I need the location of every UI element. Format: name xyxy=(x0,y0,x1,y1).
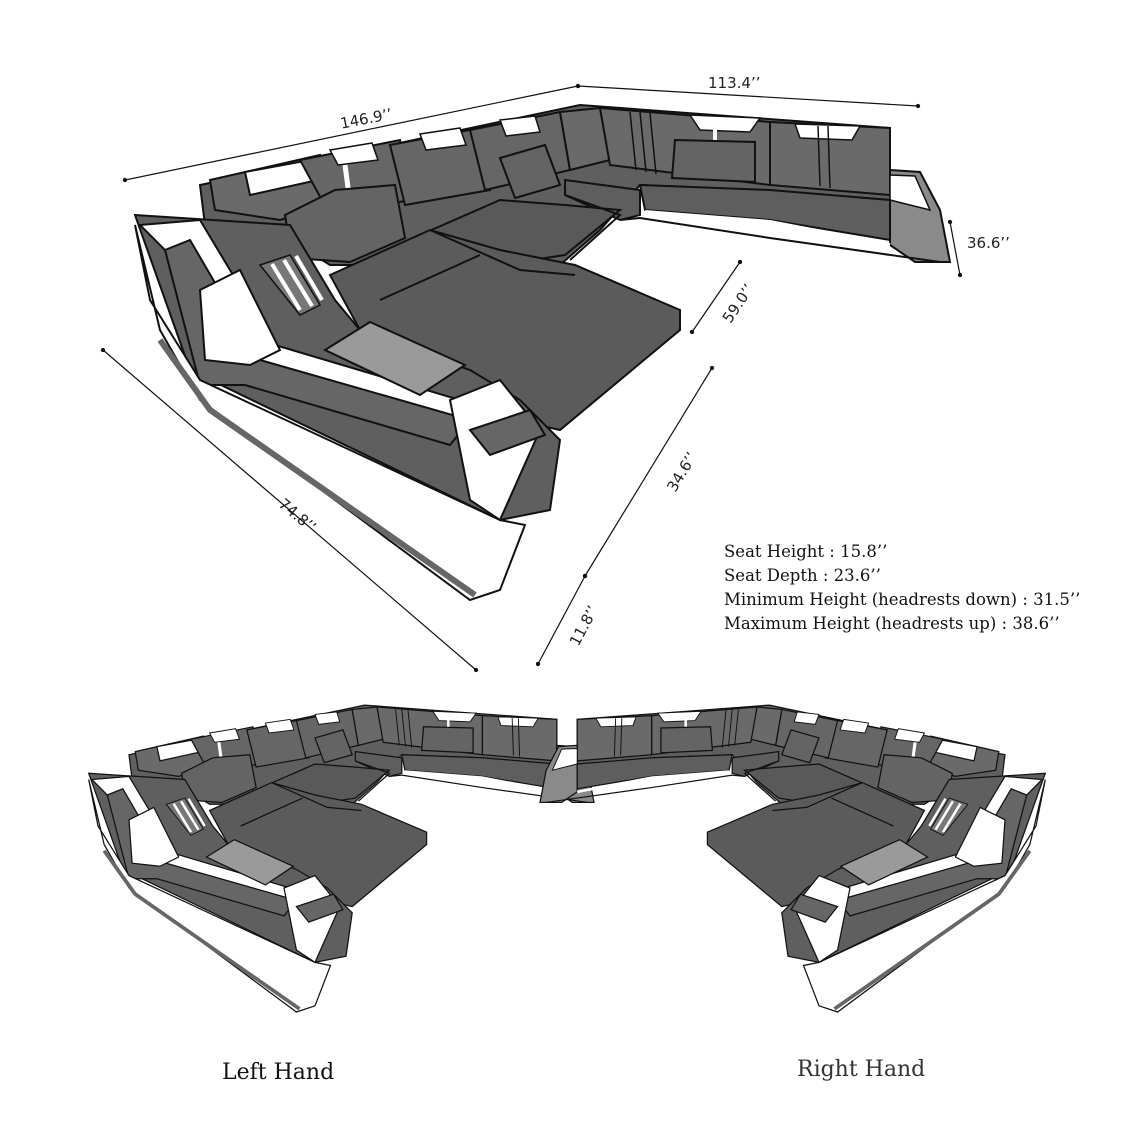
spec-max-height: Maximum Height (headrests up) : 38.6’’ xyxy=(724,614,1060,633)
dim-short-back: 113.4’’ xyxy=(708,74,760,92)
dimension-lines xyxy=(100,83,963,673)
left-hand-sofa-view xyxy=(86,703,596,1014)
dim-chaise-depth: 59.0’’ xyxy=(719,281,758,327)
spec-min-height: Minimum Height (headrests down) : 31.5’’ xyxy=(724,590,1081,609)
spec-seat-depth: Seat Depth : 23.6’’ xyxy=(724,566,881,585)
dim-long-back: 146.9’’ xyxy=(339,105,394,133)
spec-seat-height: Seat Height : 15.8’’ xyxy=(724,542,888,561)
main-sofa-view xyxy=(135,105,950,600)
spec-list: Seat Height : 15.8’’ Seat Depth : 23.6’’… xyxy=(724,540,1080,636)
dim-chaise-width: 34.6’’ xyxy=(663,449,701,495)
dim-height: 36.6’’ xyxy=(967,234,1010,252)
right-hand-sofa-view xyxy=(538,703,1048,1014)
dim-arm-width: 11.8’’ xyxy=(566,603,602,649)
left-hand-label: Left Hand xyxy=(222,1060,335,1085)
dim-front-depth: 74.8’’ xyxy=(275,495,319,536)
right-hand-label: Right Hand xyxy=(797,1057,926,1082)
